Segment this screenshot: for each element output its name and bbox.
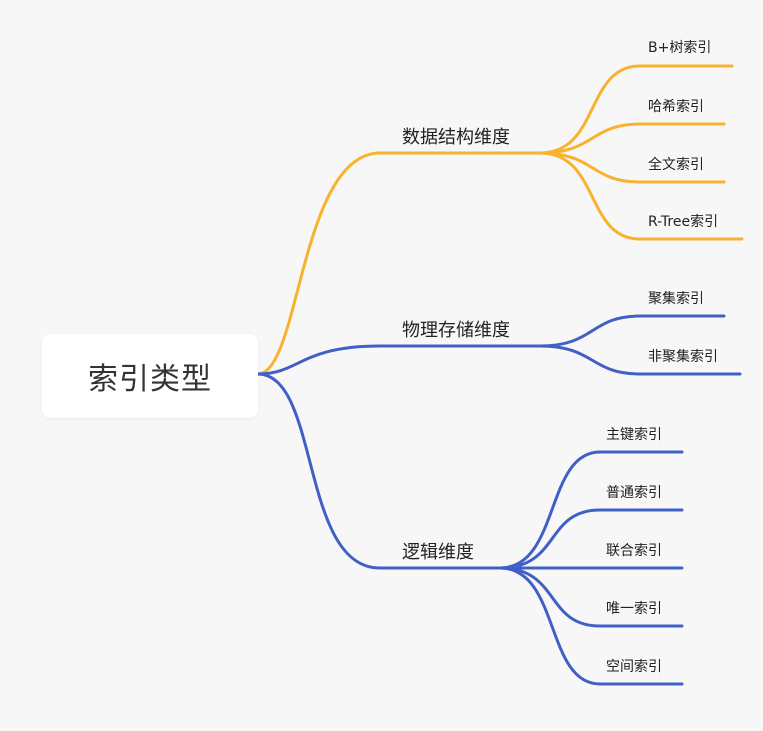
root-label: 索引类型 (88, 362, 212, 397)
connector-branch-2-leaf-1 (498, 508, 602, 570)
leaf-label-0-3[interactable]: R-Tree索引 (648, 214, 719, 230)
leaf-label-1-1[interactable]: 非聚集索引 (648, 349, 718, 365)
connector-branch-2-leaf-0 (498, 450, 602, 570)
connector-root-branch-0 (256, 151, 382, 376)
leaf-label-0-0[interactable]: B+树索引 (648, 40, 712, 56)
connector-root-branch-1 (256, 344, 382, 376)
connector-branch-0-leaf-3 (538, 151, 642, 241)
connector-branch-2-leaf-3 (498, 566, 602, 628)
connector-branch-0-leaf-1 (538, 122, 642, 155)
connector-branch-0-leaf-2 (538, 151, 642, 184)
connector-root-branch-2 (256, 372, 382, 570)
leaf-label-2-4[interactable]: 空间索引 (606, 659, 662, 675)
leaf-label-1-0[interactable]: 聚集索引 (648, 291, 704, 307)
connector-branch-0-leaf-0 (538, 64, 642, 155)
root-node[interactable]: 索引类型 (42, 334, 258, 418)
leaf-label-2-1[interactable]: 普通索引 (606, 485, 662, 501)
branch-label-logical[interactable]: 逻辑维度 (402, 542, 474, 563)
connector-branch-1-leaf-0 (538, 314, 642, 348)
leaf-label-0-2[interactable]: 全文索引 (648, 157, 704, 173)
branch-label-data-structure[interactable]: 数据结构维度 (402, 127, 510, 148)
connector-branch-2-leaf-4 (498, 566, 602, 686)
leaf-label-2-3[interactable]: 唯一索引 (606, 601, 662, 617)
leaf-label-2-2[interactable]: 联合索引 (606, 543, 662, 559)
leaf-label-0-1[interactable]: 哈希索引 (648, 99, 704, 115)
branch-label-physical-storage[interactable]: 物理存储维度 (402, 320, 510, 341)
leaf-label-2-0[interactable]: 主键索引 (606, 427, 662, 443)
connector-branch-1-leaf-1 (538, 344, 642, 376)
